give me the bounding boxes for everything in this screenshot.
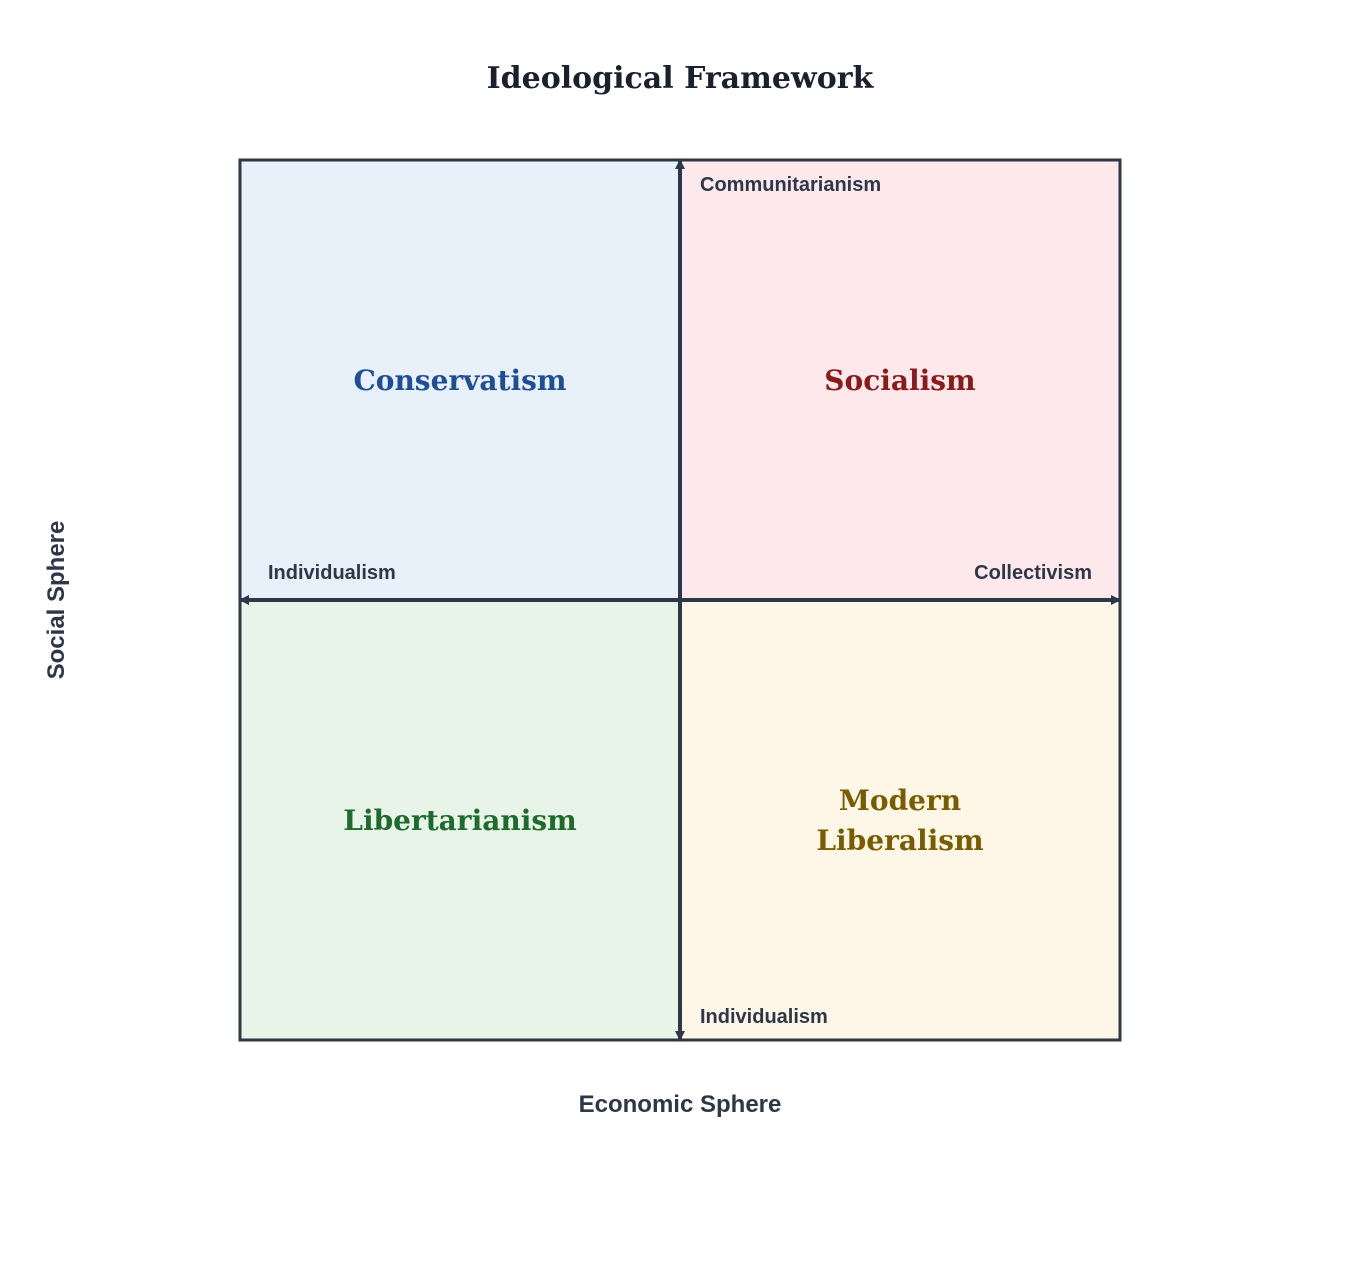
y-axis-title: Social Sphere bbox=[43, 521, 70, 680]
x-axis-left-pole-label: Individualism bbox=[268, 562, 396, 584]
quadrant-label-socialism: Socialism bbox=[824, 364, 975, 397]
quadrant-bottom-right bbox=[680, 600, 1120, 1040]
quadrant-label-modern-liberalism-line1: Modern bbox=[839, 784, 961, 817]
x-axis-right-pole-label: Collectivism bbox=[974, 562, 1092, 584]
quadrant-label-modern-liberalism-line2: Liberalism bbox=[816, 824, 983, 857]
diagram-title: Ideological Framework bbox=[487, 61, 875, 96]
x-axis-title: Economic Sphere bbox=[579, 1091, 782, 1118]
quadrant-label-conservatism: Conservatism bbox=[353, 364, 566, 397]
quadrant-bottom-left bbox=[240, 600, 680, 1040]
y-axis-top-pole-label: Communitarianism bbox=[700, 174, 881, 196]
quadrant-top-left bbox=[240, 160, 680, 600]
quadrant-label-libertarianism: Libertarianism bbox=[343, 804, 576, 837]
y-axis-bottom-pole-label: Individualism bbox=[700, 1006, 828, 1028]
quadrant-top-right bbox=[680, 160, 1120, 600]
